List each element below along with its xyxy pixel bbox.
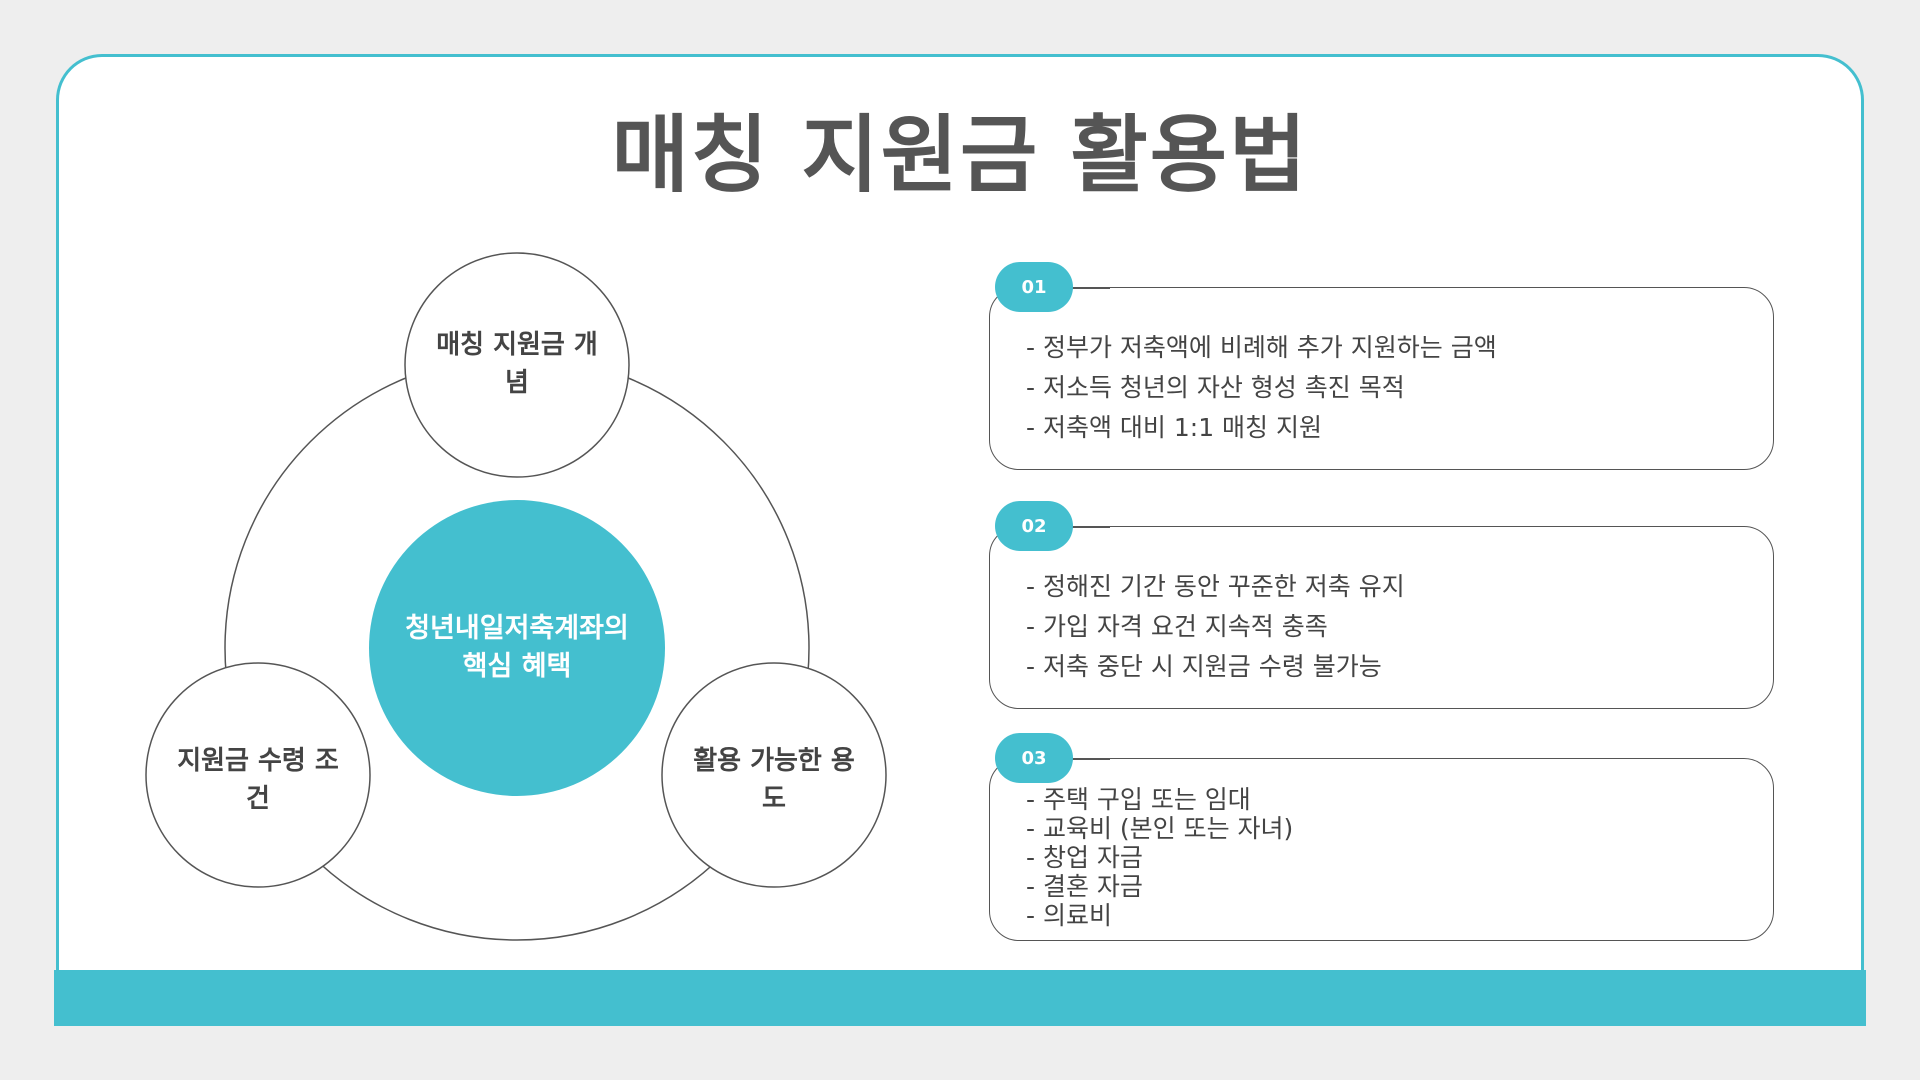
right-node-line1: 활용 가능한 용 bbox=[693, 746, 855, 776]
card-01-list: - 정부가 저축액에 비례해 추가 지원하는 금액 - 저소득 청년의 자산 형… bbox=[1026, 328, 1497, 448]
right-node-line2: 도 bbox=[762, 784, 786, 814]
left-node-line1: 지원금 수령 조 bbox=[177, 746, 339, 776]
card-01-connector bbox=[1060, 287, 1110, 289]
card-03-connector bbox=[1060, 758, 1110, 760]
list-item: - 창업 자금 bbox=[1026, 843, 1143, 872]
right-node-circle bbox=[661, 662, 887, 888]
card-02: - 정해진 기간 동안 꾸준한 저축 유지 - 가입 자격 요건 지속적 충족 … bbox=[989, 526, 1774, 709]
center-node-line2: 핵심 혜택 bbox=[462, 651, 572, 682]
right-node: 활용 가능한 용 도 bbox=[674, 742, 874, 818]
card-01-badge: 01 bbox=[995, 262, 1073, 312]
card-02-list: - 정해진 기간 동안 꾸준한 저축 유지 - 가입 자격 요건 지속적 충족 … bbox=[1026, 567, 1405, 687]
card-03-badge: 03 bbox=[995, 733, 1073, 783]
list-item: - 정해진 기간 동안 꾸준한 저축 유지 bbox=[1026, 572, 1405, 601]
top-node-circle bbox=[404, 252, 630, 478]
list-item: - 교육비 (본인 또는 자녀) bbox=[1026, 814, 1294, 843]
left-node-line2: 건 bbox=[246, 784, 270, 814]
footer-bar bbox=[54, 970, 1866, 1026]
card-03-list: - 주택 구입 또는 임대 - 교육비 (본인 또는 자녀) - 창업 자금 -… bbox=[1026, 785, 1293, 930]
list-item: - 저축액 대비 1:1 매칭 지원 bbox=[1026, 413, 1322, 442]
top-node-line2: 념 bbox=[505, 368, 529, 398]
page-title: 매칭 지원금 활용법 bbox=[611, 106, 1309, 204]
center-node-line1: 청년내일저축계좌의 bbox=[405, 613, 629, 644]
left-node-circle bbox=[145, 662, 371, 888]
left-node: 지원금 수령 조 건 bbox=[158, 742, 358, 818]
top-node-line1: 매칭 지원금 개 bbox=[436, 330, 598, 360]
list-item: - 가입 자격 요건 지속적 충족 bbox=[1026, 612, 1328, 641]
card-02-connector bbox=[1060, 526, 1110, 528]
center-circle bbox=[369, 500, 665, 796]
list-item: - 의료비 bbox=[1026, 901, 1112, 930]
list-item: - 저소득 청년의 자산 형성 촉진 목적 bbox=[1026, 373, 1405, 402]
card-03: - 주택 구입 또는 임대 - 교육비 (본인 또는 자녀) - 창업 자금 -… bbox=[989, 758, 1774, 941]
list-item: - 결혼 자금 bbox=[1026, 872, 1143, 901]
card-02-badge: 02 bbox=[995, 501, 1073, 551]
card-01: - 정부가 저축액에 비례해 추가 지원하는 금액 - 저소득 청년의 자산 형… bbox=[989, 287, 1774, 470]
center-node: 청년내일저축계좌의 핵심 혜택 bbox=[367, 610, 667, 686]
top-node: 매칭 지원금 개 념 bbox=[417, 326, 617, 402]
list-item: - 주택 구입 또는 임대 bbox=[1026, 785, 1251, 814]
list-item: - 저축 중단 시 지원금 수령 불가능 bbox=[1026, 652, 1382, 681]
list-item: - 정부가 저축액에 비례해 추가 지원하는 금액 bbox=[1026, 333, 1497, 362]
